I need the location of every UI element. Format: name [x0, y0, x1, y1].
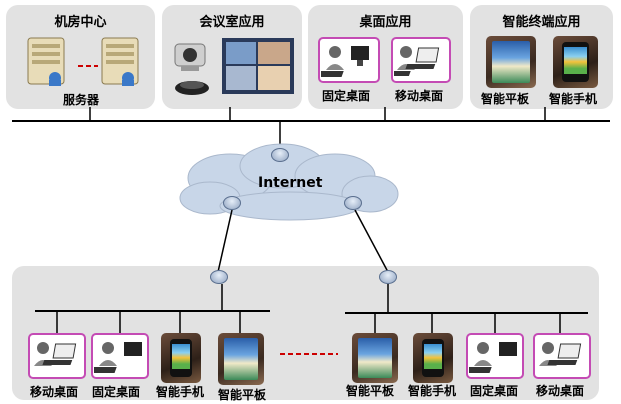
phone-label: 智能手机: [549, 92, 598, 106]
fixed-desktop-icon: [466, 333, 524, 379]
router-icon: [210, 270, 228, 284]
server-icon: [27, 37, 65, 86]
server-icon: [101, 37, 139, 86]
internet-label: Internet: [258, 175, 323, 191]
datacenter-title: 机房中心: [54, 15, 107, 30]
device-label: 固定桌面: [92, 385, 141, 399]
router-icon: [379, 270, 397, 284]
device-label: 固定桌面: [470, 384, 519, 398]
router-icon: [223, 196, 241, 210]
mobile-desktop-icon: [28, 333, 86, 379]
device-label: 智能平板: [218, 388, 267, 402]
fixed-desktop-icon: [91, 333, 149, 379]
device-label: 移动桌面: [30, 385, 79, 399]
device-label: 智能手机: [156, 385, 205, 399]
tablet-label: 智能平板: [481, 92, 530, 106]
fixed-desktop-label: 固定桌面: [322, 89, 371, 103]
phone-icon: [413, 333, 453, 383]
mobile-desktop-label: 移动桌面: [395, 89, 444, 103]
phone-icon: [553, 36, 598, 88]
uplink-line: [354, 209, 389, 273]
tablet-icon: [218, 333, 264, 385]
server-label: 服务器: [63, 93, 100, 107]
uplink-line: [217, 209, 233, 273]
fixed-desktop-icon: [318, 37, 380, 83]
speakerphone-icon: [175, 81, 209, 95]
terminal-title: 智能终端应用: [502, 15, 581, 30]
conference-title: 会议室应用: [199, 15, 265, 30]
tablet-icon: [352, 333, 398, 383]
router-icon: [271, 148, 289, 162]
mobile-desktop-icon: [391, 37, 451, 83]
phone-icon: [161, 333, 201, 383]
device-label: 移动桌面: [536, 384, 585, 398]
tablet-icon: [486, 36, 536, 88]
desktop-title: 桌面应用: [359, 15, 412, 30]
video-conference-screen-icon: [222, 38, 294, 94]
device-label: 智能平板: [346, 384, 395, 398]
mobile-desktop-icon: [533, 333, 591, 379]
router-icon: [344, 196, 362, 210]
conference-camera-icon: [174, 43, 206, 71]
device-label: 智能手机: [408, 384, 457, 398]
